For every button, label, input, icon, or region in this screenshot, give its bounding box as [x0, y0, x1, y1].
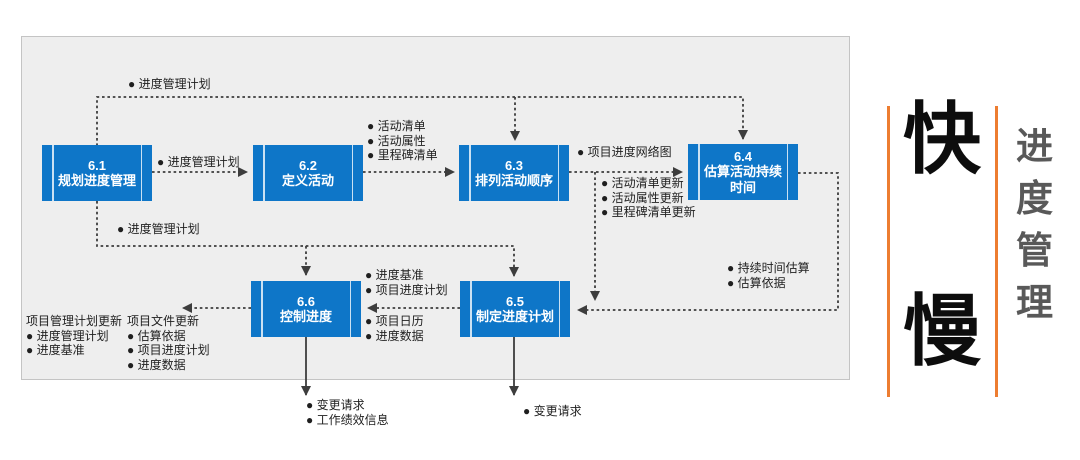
label-64-output: ● 持续时间估算 ● 估算依据 — [727, 261, 810, 290]
process-name: 制定进度计划 — [475, 309, 554, 324]
process-name: 定义活动 — [281, 173, 334, 188]
process-name: 估算活动持续时间 — [703, 164, 782, 195]
process-name: 规划进度管理 — [57, 173, 136, 188]
label-66-plan-updates: 项目管理计划更新 ● 进度管理计划 ● 进度基准 — [26, 314, 123, 357]
process-box-6-3: 6.3 排列活动顺序 — [459, 145, 569, 201]
label-62-output: ● 活动清单 ● 活动属性 ● 里程碑清单 — [367, 119, 438, 162]
process-number: 6.2 — [298, 157, 318, 173]
process-name: 排列活动顺序 — [474, 173, 553, 188]
fast-character: 快 — [902, 95, 981, 183]
label-65-to-66-lower: ● 项目日历 ● 进度数据 — [365, 314, 424, 343]
process-box-6-2: 6.2 定义活动 — [253, 145, 363, 201]
process-box-6-5: 6.5 制定进度计划 — [460, 281, 570, 337]
label-63-output: ● 项目进度网络图 — [577, 145, 672, 159]
process-box-6-4: 6.4 估算活动持续时间 — [688, 144, 798, 200]
process-number: 6.5 — [505, 293, 525, 309]
process-box-6-1: 6.1 规划进度管理 — [42, 145, 152, 201]
label-66-down-output: ● 变更请求 ● 工作绩效信息 — [306, 398, 389, 427]
process-number: 6.6 — [296, 293, 316, 309]
process-number: 6.3 — [504, 157, 524, 173]
process-name: 控制进度 — [279, 309, 332, 324]
vertical-title-schedule-management: 进 度 管 理 — [1016, 126, 1053, 323]
label-61-output: ● 进度管理计划 — [157, 155, 240, 169]
process-number: 6.4 — [733, 149, 753, 165]
process-box-6-6: 6.6 控制进度 — [251, 281, 361, 337]
label-top-loop: ● 进度管理计划 — [128, 77, 211, 91]
label-65-down-output: ● 变更请求 — [523, 404, 582, 418]
slow-character: 慢 — [902, 287, 981, 375]
orange-rule-right — [995, 106, 998, 397]
label-66-document-updates: 项目文件更新 ● 估算依据 ● 项目进度计划 ● 进度数据 — [127, 314, 210, 372]
orange-rule-left — [887, 106, 890, 397]
label-65-to-66-upper: ● 进度基准 ● 项目进度计划 — [365, 268, 448, 297]
process-number: 6.1 — [87, 157, 107, 173]
label-63-updates: ● 活动清单更新 ● 活动属性更新 ● 里程碑清单更新 — [601, 176, 696, 219]
label-lower-loop: ● 进度管理计划 — [117, 222, 200, 236]
